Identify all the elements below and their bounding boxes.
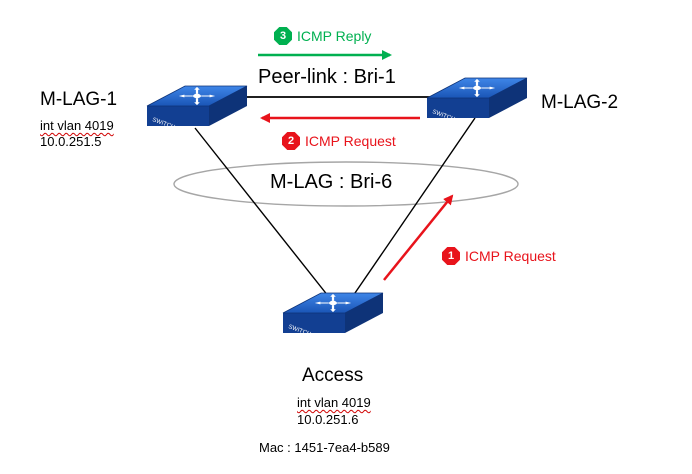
step-1-badge: 1: [442, 247, 460, 265]
step-1-number: 1: [447, 250, 455, 262]
step-2-label: ICMP Request: [305, 133, 396, 149]
flow-1-arrow: [383, 194, 454, 281]
step-3-label: ICMP Reply: [297, 28, 372, 44]
mlag1-interface: int vlan 4019: [40, 119, 114, 132]
switch-mlag1[interactable]: SWITCH: [146, 85, 248, 131]
mlag1-interface-text: int vlan 4019: [40, 118, 114, 133]
access-interface: int vlan 4019: [297, 396, 371, 409]
access-interface-text: int vlan 4019: [297, 395, 371, 410]
mlag-ellipse: [173, 161, 519, 207]
switch-mlag2[interactable]: SWITCH: [426, 77, 528, 123]
switch-access[interactable]: SWITCH: [282, 292, 384, 338]
access-ip: 10.0.251.6: [297, 412, 359, 427]
access-name: Access: [302, 365, 364, 386]
step-2-badge: 2: [282, 132, 300, 150]
mlag1-ip: 10.0.251.5: [40, 134, 102, 149]
access-mac: Mac : 1451-7ea4-b589: [259, 440, 390, 455]
link-mlag2-access: [343, 117, 476, 310]
mlag2-name: M-LAG-2: [541, 92, 619, 113]
step-1-label: ICMP Request: [465, 248, 556, 264]
step-3-number: 3: [279, 30, 287, 42]
mlag-link-label: M-LAG : Bri-6: [270, 171, 393, 193]
peer-link-label: Peer-link : Bri-1: [258, 66, 396, 88]
step-2-number: 2: [287, 135, 295, 147]
link-mlag1-access: [194, 127, 341, 312]
step-3-badge: 3: [274, 27, 292, 45]
mlag1-name: M-LAG-1: [40, 89, 118, 110]
